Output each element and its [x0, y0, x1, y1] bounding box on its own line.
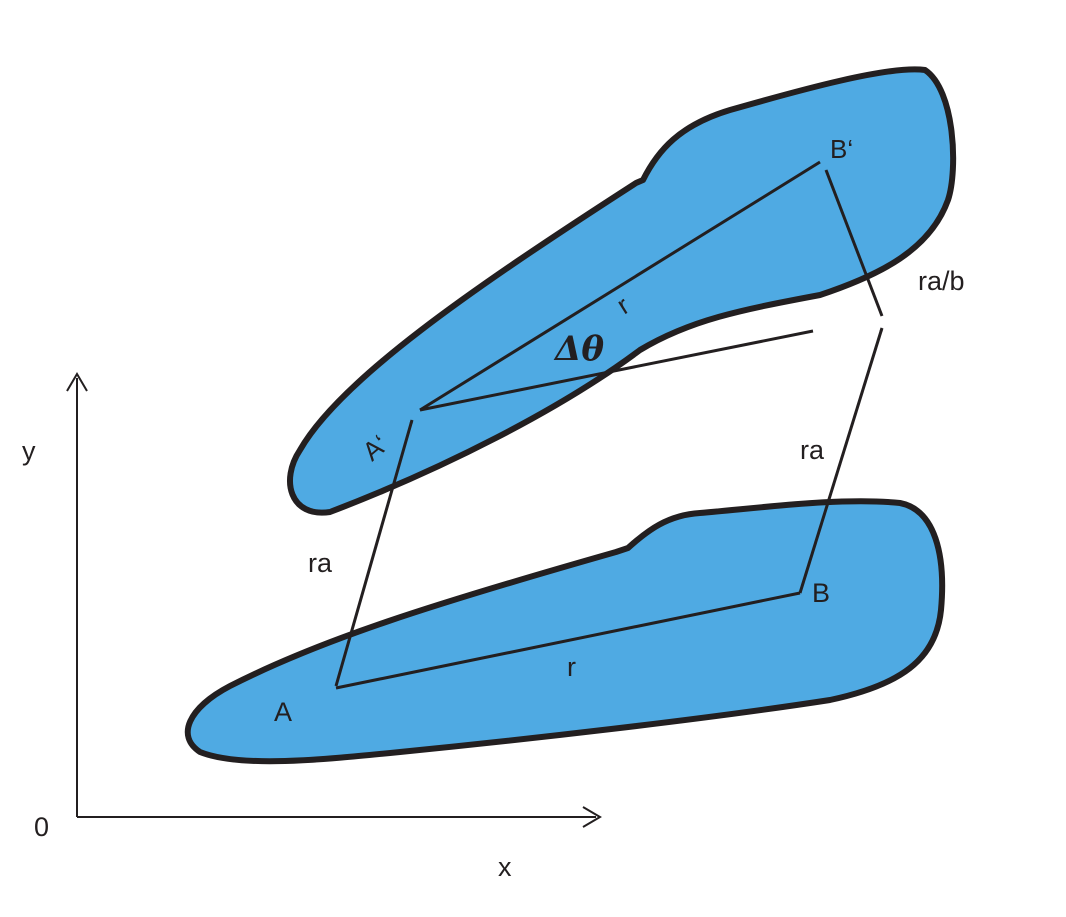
- point-b-prime-label: B‘: [830, 134, 853, 164]
- origin-label: 0: [34, 812, 49, 842]
- vector-ra-b-label: ra/b: [918, 266, 965, 296]
- point-b-label: B: [812, 578, 830, 608]
- rotation-reference-line: [419, 329, 814, 412]
- vector-r-final: [419, 160, 821, 412]
- x-axis-arrow-icon: [582, 806, 602, 828]
- x-axis-label: x: [498, 852, 512, 882]
- y-axis-arrow-icon: [66, 372, 88, 392]
- y-axis-label: y: [22, 436, 36, 466]
- rigid-body-initial: [184, 498, 946, 765]
- vector-ra-right: [798, 327, 884, 594]
- vector-r-initial-label: r: [567, 652, 576, 682]
- coordinate-axes: 0 x y: [22, 372, 602, 882]
- vector-ra-right-label: ra: [800, 435, 825, 465]
- vector-r-initial: [335, 591, 801, 690]
- point-a-label: A: [274, 697, 292, 727]
- vector-ra-left-label: ra: [308, 548, 333, 578]
- vector-ra-b: [824, 169, 884, 317]
- vector-ra-left: [334, 419, 414, 687]
- rotation-angle-label: Δθ: [553, 329, 604, 369]
- rigid-body-final: [287, 66, 957, 516]
